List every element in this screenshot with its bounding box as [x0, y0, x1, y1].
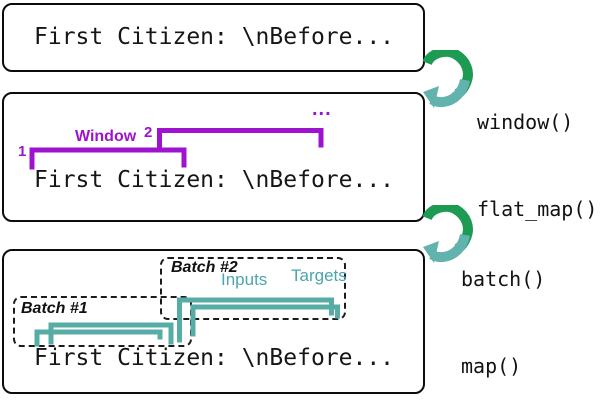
- stage1-text: First Citizen: \nBefore...: [34, 24, 395, 50]
- stage1-text-box: First Citizen: \nBefore...: [2, 3, 425, 72]
- arrowhead-icon: [423, 241, 439, 263]
- arrowhead-icon: [423, 86, 439, 108]
- window2-bracket: [157, 128, 324, 153]
- curved-arrow-icon: [422, 50, 473, 108]
- stage3-text: First Citizen: \nBefore...: [34, 345, 395, 371]
- arrow2-fn-labels: batch() map(): [461, 207, 545, 400]
- window2-index-label: 2: [144, 124, 153, 141]
- batch1-label: Batch #1: [21, 300, 88, 317]
- curved-arrow-icon: [422, 205, 473, 263]
- window-fn-label: window(): [477, 110, 574, 134]
- window-label: Window: [75, 128, 137, 145]
- stage2-window-box: 1 Window 2 ... First Citizen: \nBefore..…: [2, 92, 425, 222]
- more-windows-ellipsis: ...: [312, 98, 332, 120]
- batch2-label: Batch #2: [171, 259, 238, 276]
- batch-fn-label: batch(): [461, 267, 546, 291]
- map-fn-label: map(): [461, 354, 522, 378]
- inputs-label: Inputs: [221, 270, 268, 289]
- stage3-batch-box: Batch #1 Batch #2 Inputs Targets First C…: [2, 249, 425, 394]
- arrow1-fn-labels: window() flat_map(): [477, 50, 597, 282]
- window1-index-label: 1: [18, 143, 27, 160]
- flatmap-fn-label: flat_map(): [477, 197, 598, 221]
- stage2-text: First Citizen: \nBefore...: [34, 167, 395, 193]
- window-brackets: [29, 128, 324, 170]
- targets-label: Targets: [291, 266, 347, 285]
